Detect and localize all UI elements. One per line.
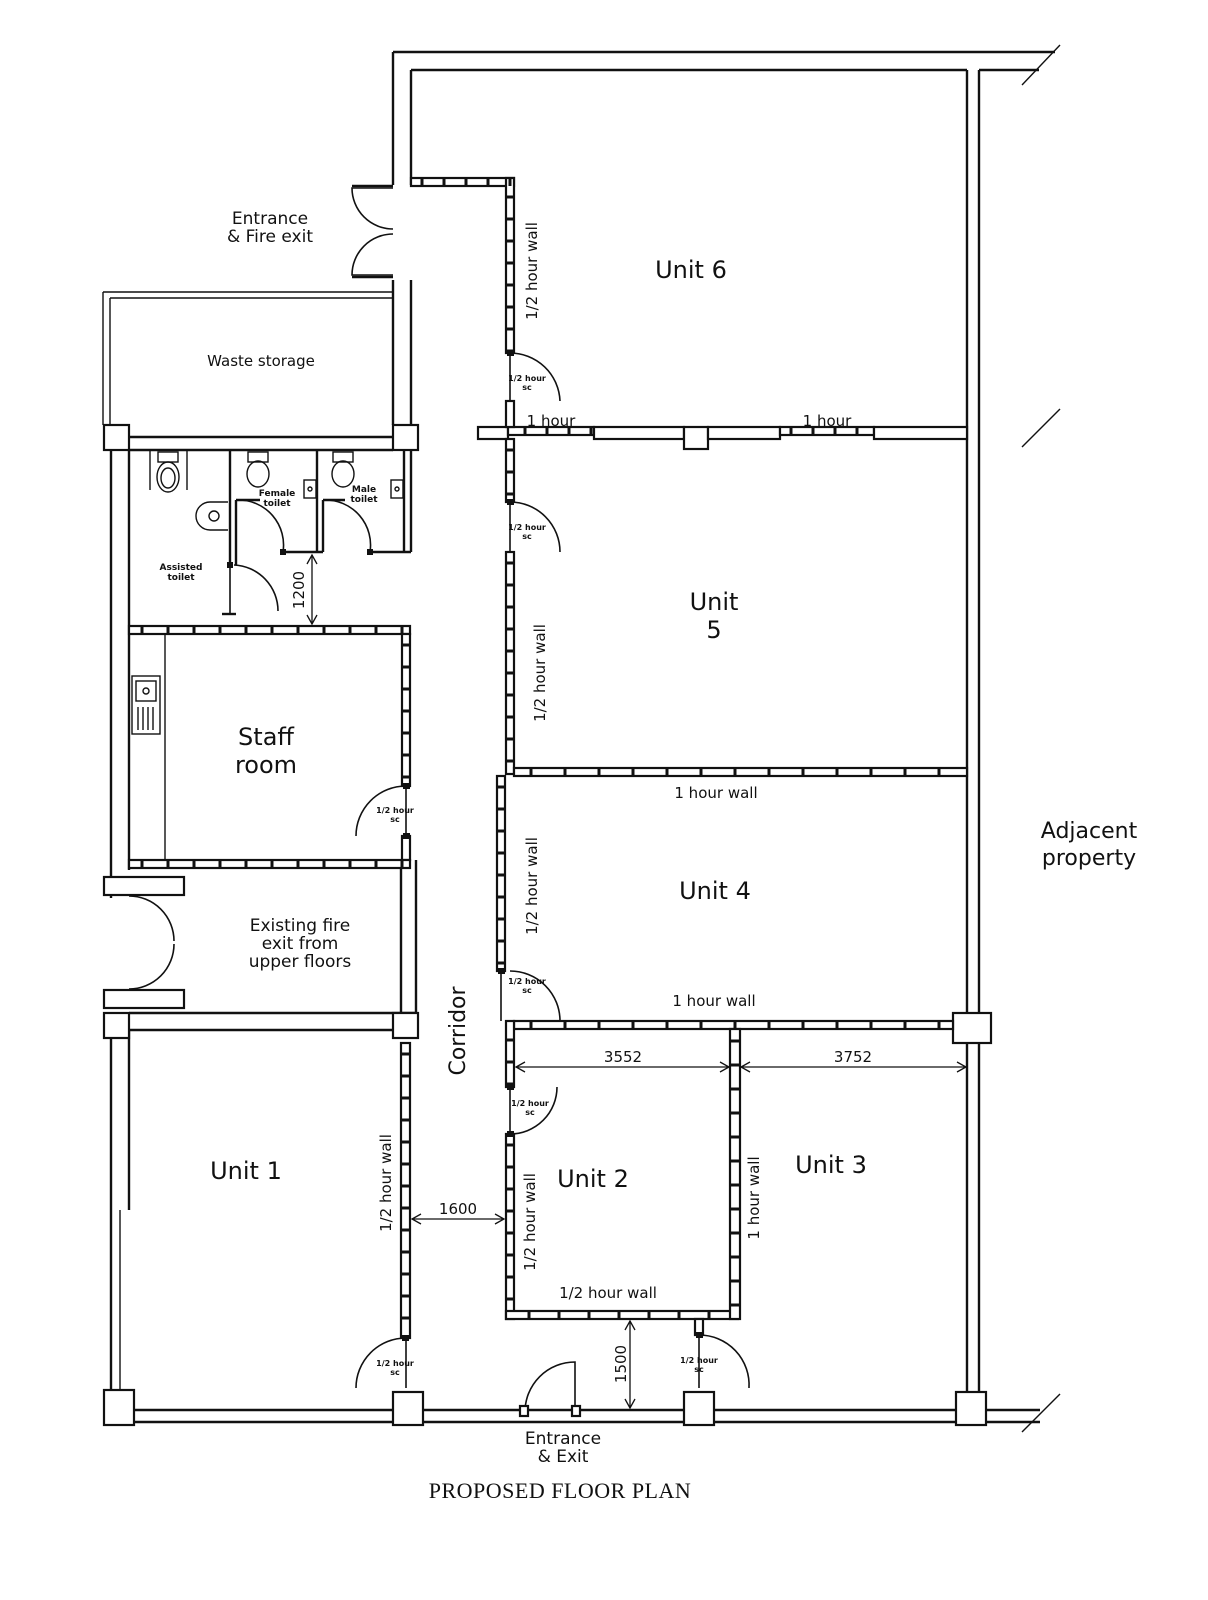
dim-3752: 3752 (834, 1048, 872, 1066)
entrance-fire-exit-door[interactable] (351, 187, 394, 276)
unit1-wall-label: 1/2 hour wall (377, 1134, 395, 1232)
male-toilet-door[interactable] (324, 499, 372, 553)
unit4-label: Unit 4 (679, 877, 751, 905)
entrance-top-label-line1: Entrance (232, 209, 308, 229)
exterior-walls (102, 44, 1061, 1433)
fire-exit-label-line2: exit from (262, 934, 339, 954)
assisted-toilet-label-line1: Assisted (160, 563, 203, 573)
sink-icon (303, 479, 317, 499)
unit3-label: Unit 3 (795, 1151, 867, 1179)
dimension-labels: 1200 1600 1500 3552 3752 (290, 571, 872, 1383)
room-labels: Unit 6 Unit 5 Unit 4 Unit 3 Unit 2 Unit … (160, 209, 1138, 1467)
unit3-door-rating: 1/2 hour (680, 1356, 718, 1365)
unit4-wall-label: 1/2 hour wall (523, 837, 541, 935)
male-toilet-label-line2: toilet (350, 495, 378, 505)
wall-labels: 1/2 hour wall 1/2 hour wall 1/2 hour wal… (377, 222, 852, 1302)
adjacent-property-label-line1: Adjacent (1041, 819, 1138, 844)
adjacent-property-label-line2: property (1042, 846, 1136, 871)
unit3-door[interactable] (698, 1334, 750, 1389)
main-entrance-door[interactable] (524, 1361, 576, 1413)
unit6-wall-label: 1/2 hour wall (523, 222, 541, 320)
toilet-icon (246, 451, 270, 488)
female-toilet-door[interactable] (237, 499, 285, 553)
staff-room-label-line2: room (235, 751, 297, 779)
unit4-door-rating-sc: sc (522, 986, 532, 995)
assisted-toilet-door[interactable] (229, 564, 279, 614)
unit2-bottom-wall-label: 1/2 hour wall (559, 1284, 657, 1302)
unit2-door[interactable] (509, 1086, 558, 1135)
assisted-toilet-label-line2: toilet (167, 573, 195, 583)
wall-hatching (140, 178, 941, 1320)
unit1-door[interactable] (355, 1337, 407, 1389)
female-toilet-label-line2: toilet (263, 499, 291, 509)
unit6-unit5-wall-label-left: 1 hour (527, 412, 577, 430)
staff-door-rating: 1/2 hour (376, 806, 414, 815)
dimension-lines (306, 553, 968, 1410)
unit1-label: Unit 1 (210, 1157, 282, 1185)
staff-door-rating-sc: sc (390, 815, 400, 824)
unit2-door-rating: 1/2 hour (511, 1099, 549, 1108)
unit5-door[interactable] (509, 501, 561, 553)
unit6-label: Unit 6 (655, 256, 727, 284)
unit5-door-rating-sc: sc (522, 532, 532, 541)
unit4-bottom-wall-label: 1 hour wall (672, 992, 755, 1010)
unit1-door-rating: 1/2 hour (376, 1359, 414, 1368)
unit5-door-rating: 1/2 hour (508, 523, 546, 532)
unit6-door-rating: 1/2 hour (508, 374, 546, 383)
fire-exit-label-line1: Existing fire (250, 916, 351, 936)
unit5-label-line1: Unit (690, 588, 739, 616)
plan-title: PROPOSED FLOOR PLAN (429, 1478, 692, 1503)
unit3-wall-label: 1 hour wall (745, 1156, 763, 1239)
doors (128, 184, 750, 1418)
unit4-door-rating: 1/2 hour (508, 977, 546, 986)
dim-3552: 3552 (604, 1048, 642, 1066)
dim-1600: 1600 (439, 1200, 477, 1218)
dim-1500: 1500 (612, 1345, 630, 1383)
unit5-label-line2: 5 (706, 616, 721, 644)
entrance-bottom-label-line2: & Exit (538, 1447, 589, 1467)
toilet-icon (331, 451, 355, 488)
door-ratings: 1/2 hour sc 1/2 hour sc 1/2 hour sc 1/2 … (376, 374, 718, 1377)
staff-room-label-line1: Staff (238, 723, 294, 751)
unit4-door[interactable] (500, 970, 561, 1022)
unit6-door[interactable] (509, 352, 561, 402)
staff-room-door[interactable] (355, 785, 407, 837)
fixtures (131, 450, 404, 735)
waste-storage-label: Waste storage (207, 352, 315, 370)
female-toilet-label-line1: Female (259, 489, 296, 499)
unit3-door-rating-sc: sc (694, 1365, 704, 1374)
entrance-top-label-line2: & Fire exit (227, 227, 313, 247)
corridor-label: Corridor (446, 985, 471, 1075)
male-toilet-label-line1: Male (352, 485, 376, 495)
unit5-unit4-wall-label: 1 hour wall (674, 784, 757, 802)
dim-1200: 1200 (290, 571, 308, 609)
fire-exit-label-line3: upper floors (249, 952, 352, 972)
sink-icon (195, 501, 228, 531)
unit1-door-rating-sc: sc (390, 1368, 400, 1377)
sink-icon (390, 479, 404, 499)
unit2-door-rating-sc: sc (525, 1108, 535, 1117)
entrance-bottom-label-line1: Entrance (525, 1429, 601, 1449)
unit6-unit5-wall-label-right: 1 hour (803, 412, 853, 430)
unit2-label: Unit 2 (557, 1165, 629, 1193)
toilet-icon (149, 450, 188, 493)
existing-fire-exit-door[interactable] (128, 895, 175, 990)
unit6-door-rating-sc: sc (522, 383, 532, 392)
unit2-wall-label: 1/2 hour wall (521, 1173, 539, 1271)
kitchen-sink-icon (131, 675, 161, 735)
unit5-wall-label: 1/2 hour wall (531, 624, 549, 722)
